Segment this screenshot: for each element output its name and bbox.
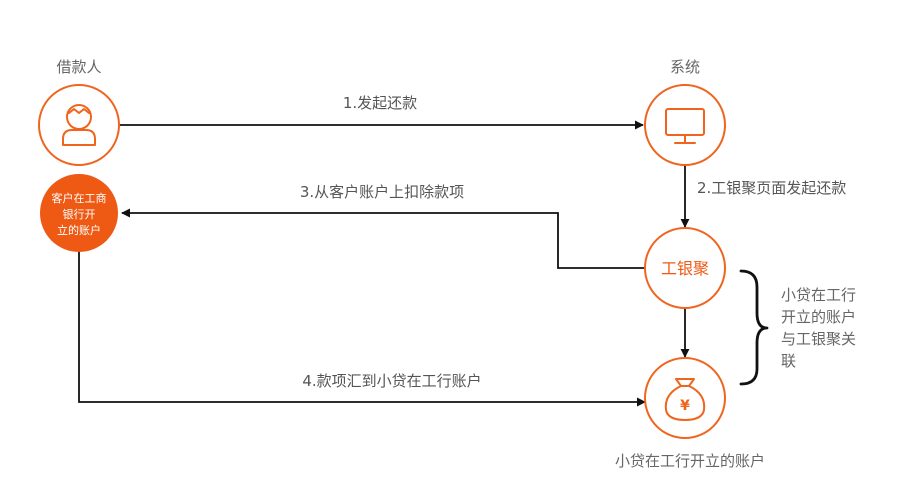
note-line-3: 与工银聚关 xyxy=(781,330,856,348)
edge-deduct-from-account xyxy=(121,208,645,269)
yen-symbol: ¥ xyxy=(680,398,690,414)
xiaodai-account-node: ¥ xyxy=(644,357,726,439)
edge-label-2: 2.工银聚页面发起还款 xyxy=(697,179,846,197)
note-line-4: 联 xyxy=(781,352,796,370)
system-label: 系统 xyxy=(670,58,700,76)
note-line-1: 小贷在工行 xyxy=(781,286,856,304)
gyj-node: 工银聚 xyxy=(644,227,726,309)
monitor-icon xyxy=(665,108,705,144)
money-bag-icon: ¥ xyxy=(664,378,706,421)
note-line-2: 开立的账户 xyxy=(781,308,856,326)
account-label-line2: 银行开 xyxy=(63,207,96,221)
account-label-line3: 立的账户 xyxy=(57,223,101,237)
borrower-node xyxy=(38,84,120,166)
edge-funds-transfer xyxy=(78,252,646,407)
gyj-label: 工银聚 xyxy=(661,259,709,278)
curly-brace xyxy=(739,269,769,386)
borrower-label: 借款人 xyxy=(56,58,101,76)
xiaodai-account-label: 小贷在工行开立的账户 xyxy=(615,452,765,470)
edge-label-1: 1.发起还款 xyxy=(343,94,417,112)
account-label-line1: 客户在工商 xyxy=(52,191,107,205)
customer-account-node: 客户在工商 银行开 立的账户 xyxy=(40,174,118,252)
edge-label-4: 4.款项汇到小贷在工行账户 xyxy=(302,372,481,390)
person-icon xyxy=(62,104,96,146)
system-node xyxy=(644,84,726,166)
edge-label-3: 3.从客户账户上扣除款项 xyxy=(300,183,464,201)
